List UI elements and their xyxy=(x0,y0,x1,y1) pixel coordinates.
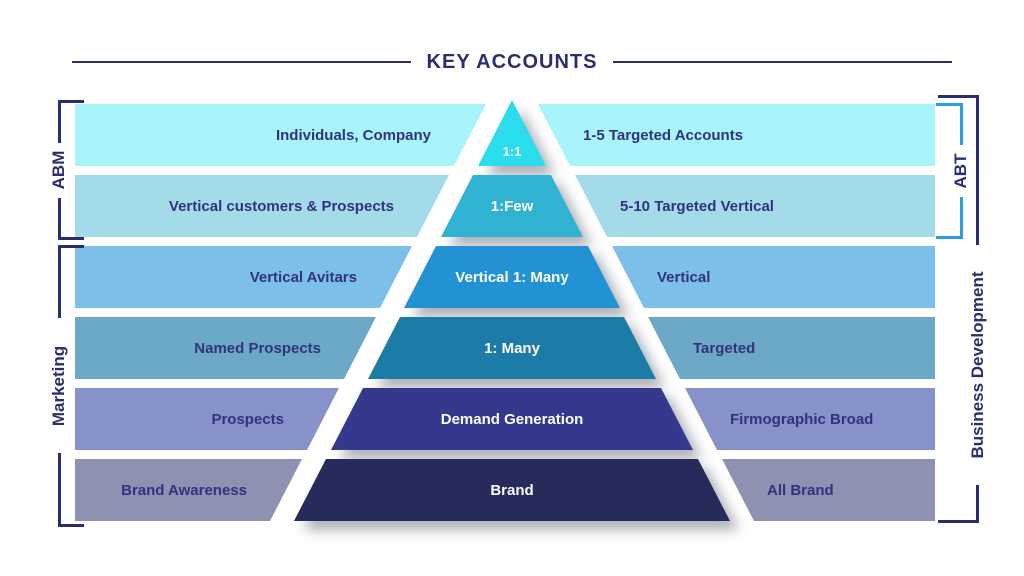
abm-bracket-line-lower xyxy=(58,198,61,240)
band-right-label-row4: Targeted xyxy=(693,339,756,357)
abm-bracket-line-upper xyxy=(58,100,61,143)
bizdev-bracket-top-foot xyxy=(938,95,979,98)
band-left-row1: Individuals, Company xyxy=(75,104,486,166)
page-title: KEY ACCOUNTS xyxy=(426,50,598,73)
pyramid-label-5: Demand Generation xyxy=(440,410,584,428)
bizdev-bracket-line-lower xyxy=(976,485,979,523)
marketing-bracket-line-lower xyxy=(58,453,61,527)
marketing-bracket-top-foot xyxy=(58,245,84,248)
band-left-row4: Named Prospects xyxy=(75,317,376,379)
abt-bracket-line-lower xyxy=(960,197,963,239)
band-right-row3: Vertical xyxy=(612,246,935,308)
abm-bracket-bottom-foot xyxy=(58,237,84,240)
pyramid-segment-3: Vertical 1: Many xyxy=(0,246,1024,308)
abm-group-label: ABM xyxy=(49,150,68,190)
abt-bracket-bottom-foot xyxy=(936,236,963,239)
band-right-label-row3: Vertical xyxy=(657,268,711,286)
title-right-line xyxy=(613,61,952,63)
pyramid-label-1: 1:1 xyxy=(502,144,522,159)
band-right-row6: All Brand xyxy=(722,459,935,521)
pyramid-segment-4: 1: Many xyxy=(0,317,1024,379)
band-right-row4: Targeted xyxy=(648,317,935,379)
title-row: KEY ACCOUNTS xyxy=(72,50,952,74)
band-left-label-row3: Vertical Avitars xyxy=(249,268,357,286)
bizdev-bracket-bottom-foot xyxy=(938,520,979,523)
band-right-row1: 1-5 Targeted Accounts xyxy=(538,104,935,166)
pyramid-segment-5: Demand Generation xyxy=(0,388,1024,450)
abm-bracket-top-foot xyxy=(58,100,84,103)
abt-bracket-line-upper xyxy=(960,103,963,145)
pyramid-label-4: 1: Many xyxy=(484,339,540,357)
band-left-label-row6: Brand Awareness xyxy=(121,481,247,499)
band-left-row6: Brand Awareness xyxy=(75,459,302,521)
marketing-bracket-line-upper xyxy=(58,245,61,318)
marketing-group-label: Marketing xyxy=(49,345,68,427)
pyramid-label-3: Vertical 1: Many xyxy=(455,268,569,286)
band-left-label-row4: Named Prospects xyxy=(194,339,321,357)
band-right-label-row6: All Brand xyxy=(767,481,834,499)
pyramid-segment-6: Brand xyxy=(0,459,1024,521)
band-left-row5: Prospects xyxy=(75,388,339,450)
pyramid-segment-1: 1:1 xyxy=(0,100,1024,166)
band-left-label-row1: Individuals, Company xyxy=(275,126,431,144)
bizdev-bracket-line-upper xyxy=(976,95,979,245)
band-right-row2: 5-10 Targeted Vertical xyxy=(575,175,935,237)
marketing-bracket-bottom-foot xyxy=(58,524,84,527)
title-left-line xyxy=(72,61,411,63)
band-left-label-row2: Vertical customers & Prospects xyxy=(168,197,394,215)
band-right-label-row5: Firmographic Broad xyxy=(730,410,874,428)
band-left-row3: Vertical Avitars xyxy=(75,246,412,308)
abt-bracket-top-foot xyxy=(936,103,963,106)
business-development-group-label: Business Development xyxy=(968,271,987,459)
band-right-label-row1: 1-5 Targeted Accounts xyxy=(583,126,744,144)
band-right-row5: Firmographic Broad xyxy=(685,388,935,450)
band-left-label-row5: Prospects xyxy=(211,410,284,428)
pyramid-label-6: Brand xyxy=(490,481,534,499)
pyramid-segment-2: 1:Few xyxy=(0,175,1024,237)
band-right-label-row2: 5-10 Targeted Vertical xyxy=(620,197,774,215)
band-left-row2: Vertical customers & Prospects xyxy=(75,175,449,237)
pyramid-label-2: 1:Few xyxy=(490,197,534,215)
